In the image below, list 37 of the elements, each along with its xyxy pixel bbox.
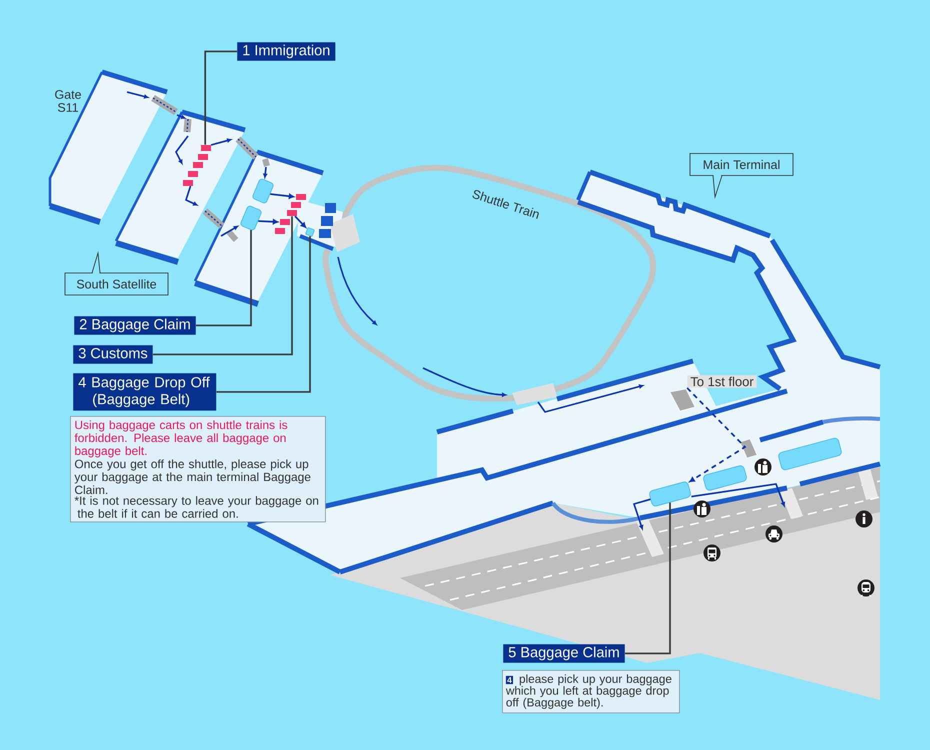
baggage-belt — [240, 206, 262, 230]
callout-box: South Satellite — [64, 250, 168, 296]
leader-line — [204, 50, 237, 145]
gate-label: Gate S11 — [55, 90, 81, 112]
customs-booth — [275, 228, 285, 234]
step-label: 4 Baggage Drop Off (Baggage Belt) — [73, 373, 216, 411]
baggage-belt — [703, 465, 747, 491]
arrow — [686, 387, 746, 482]
note-box — [502, 670, 680, 714]
step-label: 2 Baggage Claim — [74, 316, 196, 335]
floor-sign: To 1st floor — [687, 375, 757, 388]
notice-text: Once you get off the shuttle, please pick up your baggage at the main terminal Baggage Claim. — [74, 459, 310, 494]
baggage-belt — [778, 438, 842, 470]
leader-line — [196, 230, 252, 326]
track-label: Shuttle Train — [472, 190, 539, 219]
warning-text: Using baggage carts on shuttle trains is forbidden. Please leave all baggage on baggage belt. — [74, 420, 288, 458]
baggage-belt — [649, 482, 691, 506]
arrow — [294, 216, 306, 228]
step-label: 1 Immigration — [237, 42, 336, 61]
baggage-belt — [305, 227, 315, 237]
note-text: 4 please pick up your baggage which you left at baggage drop off (Baggage belt). — [506, 674, 672, 709]
leader-line — [152, 216, 293, 356]
step-label: 5 Baggage Claim — [503, 644, 625, 663]
customs-booth — [296, 194, 306, 200]
baggage-belt — [252, 178, 274, 204]
callout-box: Main Terminal — [690, 153, 794, 199]
customs-booth — [291, 202, 301, 208]
leader-line — [216, 236, 311, 393]
notice-box — [70, 416, 326, 522]
arrow — [258, 219, 278, 224]
booth-row — [183, 145, 211, 186]
notice-text: *It is not necessary to leave your baggage on the belt if it can be carried on. — [74, 496, 318, 518]
step-label: 3 Customs — [73, 345, 153, 364]
customs-booth — [287, 210, 297, 216]
leader-line — [625, 502, 671, 654]
customs-booth — [280, 219, 290, 225]
arrow — [270, 193, 294, 199]
